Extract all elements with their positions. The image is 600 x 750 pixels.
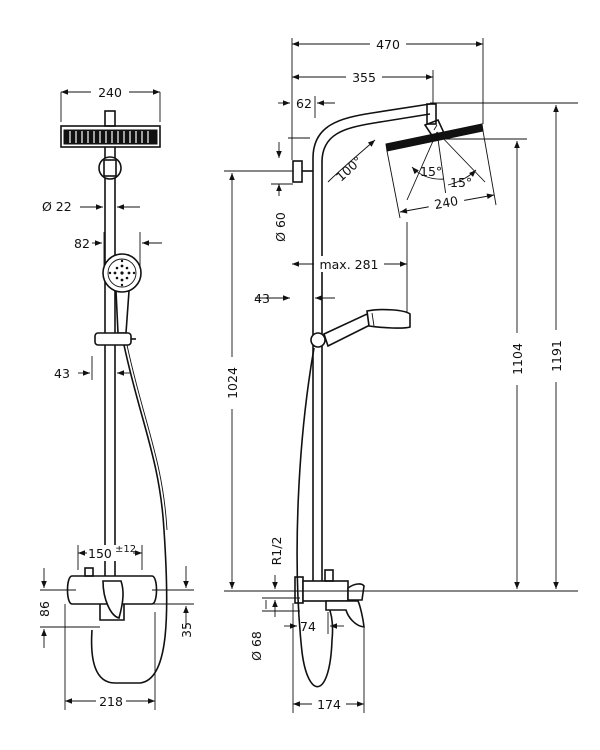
dim-thread: R1/2 xyxy=(269,537,284,566)
dim-mixer-spacing: 150 xyxy=(88,546,112,561)
side-dimensions: 470 355 62 100° 15° 15° 240 xyxy=(225,36,564,713)
dim-total-height: 1191 xyxy=(549,340,564,372)
front-riser-pipe xyxy=(98,147,122,583)
dim-tilt-left: 15° xyxy=(420,164,442,179)
side-view: 470 355 62 100° 15° 15° 240 xyxy=(224,36,578,713)
dim-hand-reach: max. 281 xyxy=(319,257,378,272)
dim-hand-shower-width: 82 xyxy=(74,236,90,251)
dim-side-slider-offset: 43 xyxy=(254,291,270,306)
dim-spout-reach: 174 xyxy=(317,697,341,712)
dim-head-width: 240 xyxy=(98,85,122,100)
dim-mixer-width: 74 xyxy=(300,619,316,634)
dim-hose-width: 218 xyxy=(99,694,123,709)
front-hand-shower xyxy=(94,253,142,346)
front-dimensions: 240 Ø 22 82 43 150 ±12 86 xyxy=(37,84,194,710)
front-shower-head xyxy=(60,110,161,148)
dim-pipe-diameter: Ø 22 xyxy=(42,199,72,214)
dim-mixer-offset: 35 xyxy=(179,622,194,638)
dim-overall-reach: 470 xyxy=(376,37,400,52)
dim-wall-offset: 62 xyxy=(296,96,312,111)
front-view: 240 Ø 22 82 43 150 ±12 86 xyxy=(37,84,194,710)
dim-head-height: 1104 xyxy=(510,343,525,375)
dim-mixer-height: 86 xyxy=(37,601,52,617)
dim-arm-reach: 355 xyxy=(352,70,376,85)
front-mixer xyxy=(66,567,158,621)
dim-side-mixer-diameter: Ø 68 xyxy=(249,631,264,661)
dim-tilt-right: 15° xyxy=(450,175,472,190)
dim-bracket-diameter: Ø 60 xyxy=(273,212,288,242)
side-riser-pipe xyxy=(312,103,437,583)
side-hose xyxy=(296,347,334,688)
dim-front-slider-offset: 43 xyxy=(54,366,70,381)
dim-arm-angle: 100° xyxy=(333,153,365,184)
side-wall-bracket xyxy=(292,160,313,183)
dim-bracket-height: 1024 xyxy=(225,367,240,399)
dim-side-head-diameter: 240 xyxy=(433,193,459,212)
front-hose xyxy=(90,344,168,684)
dim-mixer-tolerance: ±12 xyxy=(115,544,136,555)
side-hand-shower xyxy=(310,308,411,348)
